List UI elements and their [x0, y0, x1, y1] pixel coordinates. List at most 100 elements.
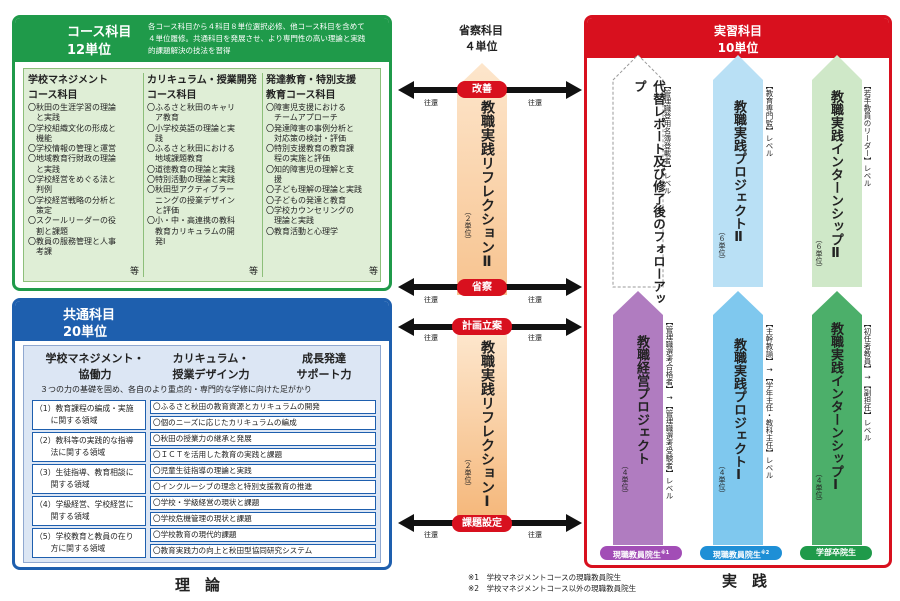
common-units: 20単位	[63, 325, 108, 340]
course-col-head2: コース科目	[147, 90, 197, 101]
area-cell: （2）教科等の実践的な指導 法に関する領域	[32, 432, 146, 462]
oufuku-label: 往還	[424, 334, 438, 342]
table-row: （1）教育課程の編成・実施 に関する領域 〇ふるさと秋田の教育資源とカリキュラム…	[32, 400, 376, 430]
col1-bottom-note: 【管理職選考合格者】→【管理職選考受験者】レベル	[665, 318, 674, 500]
subject-cell-1: 〇学校・学級経営の現状と課題	[150, 496, 376, 510]
col1-bottom-arrow	[613, 291, 663, 545]
tag-kaizen: 改善	[457, 81, 507, 98]
common-title: 共通科目	[63, 308, 116, 323]
list-item: チームアプローチ	[266, 113, 338, 123]
col3-label: 学部卒院生	[800, 546, 872, 560]
list-item: 〇学校経営をめぐる法と	[28, 175, 116, 185]
col3-bottom-arrow	[812, 291, 862, 545]
col2-label: 現職教員院生※2	[700, 546, 782, 560]
list-item: 〇秋田型アクティブラー	[147, 185, 235, 195]
table-row: （3）生徒指導、教育相談に 関する領域 〇児童生徒指導の理論と実践 〇インクルー…	[32, 464, 376, 494]
theory-label: 理 論	[175, 576, 221, 594]
course-col-management: 学校マネジメント コース科目 〇秋田の生涯学習の理論 と実践 〇学校組織文化の形…	[28, 71, 141, 279]
col1-top-note: 【管理職登用名簿登載者】レベル	[663, 82, 672, 195]
col3-top-note: 【若手教員のリーダー】レベル	[863, 82, 872, 187]
col2-label-text: 現職教員院生	[712, 550, 761, 560]
area-cell: （1）教育課程の編成・実施 に関する領域	[32, 400, 146, 430]
area-line1: （5）学校教育と教員の在り	[35, 532, 134, 541]
course-col-development: 発達教育・特別支援 教育コース科目 〇障害児支援における チームアプローチ 〇発…	[266, 71, 380, 279]
list-item: ア教育	[147, 113, 179, 123]
center-title-line1: 省察科目	[459, 24, 503, 37]
reflection1-title: 教職実践リフレクションⅠ	[479, 340, 495, 510]
area-line2: 方に関する領域	[35, 544, 106, 553]
list-item: 〇発達障害の事例分析と	[266, 123, 354, 133]
area-line2: 法に関する領域	[35, 448, 106, 457]
area-line2: に関する領域	[35, 416, 98, 425]
list-item: ニングの授業デザイン	[147, 195, 235, 205]
list-item: 考課	[28, 247, 52, 257]
col3-top-arrow	[812, 55, 862, 287]
area-line1: （1）教育課程の編成・実施	[35, 404, 134, 413]
col2-bottom-title: 教職実践プロジェクトⅠ	[731, 338, 746, 483]
course-col-head1: 学校マネジメント	[28, 75, 108, 86]
course-note-line1: 各コース科目から４科目８単位選択必修、他コース科目を含めて	[148, 22, 365, 31]
common-inner: 学校マネジメント・ 協働力 カリキュラム・ 授業デザイン力 成長発達 サポート力…	[23, 345, 381, 563]
subject-cell-2: 〇個のニーズに応じたカリキュラムの編成	[150, 416, 376, 430]
practice-header: 実習科目 10単位	[587, 18, 889, 58]
col1-label-text: 現職教員院生	[612, 550, 661, 560]
ability-management: 学校マネジメント・ 協働力	[40, 350, 150, 382]
subject-cell-1: 〇学校教育の現代的課題	[150, 528, 376, 542]
subject-cell-2: 〇教育実践力の向上と秋田型協同研究システム	[150, 544, 376, 558]
area-cell: （3）生徒指導、教育相談に 関する領域	[32, 464, 146, 494]
tag-seisatsu: 省察	[457, 279, 507, 296]
col2-bottom-note: 【主幹教諭】→【学年主任・教科主任】レベル	[765, 320, 774, 479]
practice-units: 10単位	[717, 41, 759, 55]
practice-label: 実 践	[722, 572, 768, 590]
course-units: 12単位	[67, 43, 112, 58]
subject-cell-1: 〇秋田の授業力の継承と発展	[150, 432, 376, 446]
oufuku-label: 往還	[528, 531, 542, 539]
list-item: 〇地域教育行財政の理論	[28, 154, 116, 164]
list-item: 割と課題	[28, 226, 68, 236]
center-title: 省察科目 ４単位	[450, 22, 512, 54]
list-item: と実践	[28, 164, 60, 174]
list-item: 〇教育活動と心理学	[266, 226, 338, 236]
list-item: 策定	[28, 205, 52, 215]
course-title: コース科目	[67, 25, 132, 40]
col2-bottom-arrow	[713, 291, 763, 545]
ability-management-line1: 学校マネジメント・	[45, 352, 145, 365]
course-etc: 等	[129, 267, 139, 277]
area-line1: （2）教科等の実践的な指導	[35, 436, 134, 445]
list-item: 〇特別活動の理論と実践	[147, 175, 235, 185]
col1-top-arrow	[612, 55, 664, 288]
area-cell: （5）学校教育と教員の在り 方に関する領域	[32, 528, 146, 558]
oufuku-label: 往還	[528, 99, 542, 107]
common-foundation: ３つの力の基礎を固め、各自のより重点的・専門的な学修に向けた足がかり	[40, 385, 312, 394]
col2-top-title: 教職実践プロジェクトⅡ	[731, 100, 746, 245]
col3-top-units: （６単位）	[815, 236, 823, 271]
col3-bottom-units: （４単位）	[815, 470, 823, 505]
list-item: 〇小学校英語の理論と実	[147, 123, 235, 133]
list-item: 〇障害児支援における	[266, 103, 346, 112]
course-header: コース科目 12単位 各コース科目から４科目８単位選択必修、他コース科目を含めて…	[15, 18, 389, 62]
list-item: 教育カリキュラムの開	[147, 226, 235, 236]
list-item: と評価	[147, 205, 179, 215]
oufuku-label: 往還	[528, 296, 542, 304]
oufuku-label: 往還	[528, 334, 542, 342]
list-item: 〇秋田の生涯学習の理論	[28, 103, 116, 112]
subject-cell-2: 〇学校危機管理の現状と課題	[150, 512, 376, 526]
common-table: （1）教育課程の編成・実施 に関する領域 〇ふるさと秋田の教育資源とカリキュラム…	[32, 400, 376, 558]
reflection1-arrow-shape	[457, 335, 507, 520]
course-col-curriculum: カリキュラム・授業開発 コース科目 〇ふるさと秋田のキャリ ア教育 〇小学校英語…	[147, 71, 260, 279]
col3-bottom-title: 教職実践インターンシップⅠ	[828, 322, 843, 493]
course-col-head2: コース科目	[28, 90, 78, 101]
col1-top-title: 代替レポート及び修了後のフォローアップ	[632, 80, 666, 305]
course-col-head1: 発達教育・特別支援	[266, 75, 356, 86]
list-item: 対応策の検討・評価	[266, 133, 346, 143]
list-item: 〇子どもの発達と教育	[266, 195, 346, 205]
col1-label-mark: ※1	[660, 550, 670, 556]
col1-bottom-title: 教職経営プロジェクト	[634, 335, 649, 465]
tag-kadai: 課題設定	[452, 515, 512, 532]
table-row: （5）学校教育と教員の在り 方に関する領域 〇学校教育の現代的課題 〇教育実践力…	[32, 528, 376, 558]
course-etc: 等	[368, 267, 378, 277]
course-col-head2: 教育コース科目	[266, 90, 336, 101]
list-item: 〇道徳教育の理論と実践	[147, 164, 235, 174]
reflection2-arrow-shape	[457, 63, 507, 295]
common-panel: 共通科目 20単位 学校マネジメント・ 協働力 カリキュラム・ 授業デザイン力 …	[12, 298, 392, 570]
